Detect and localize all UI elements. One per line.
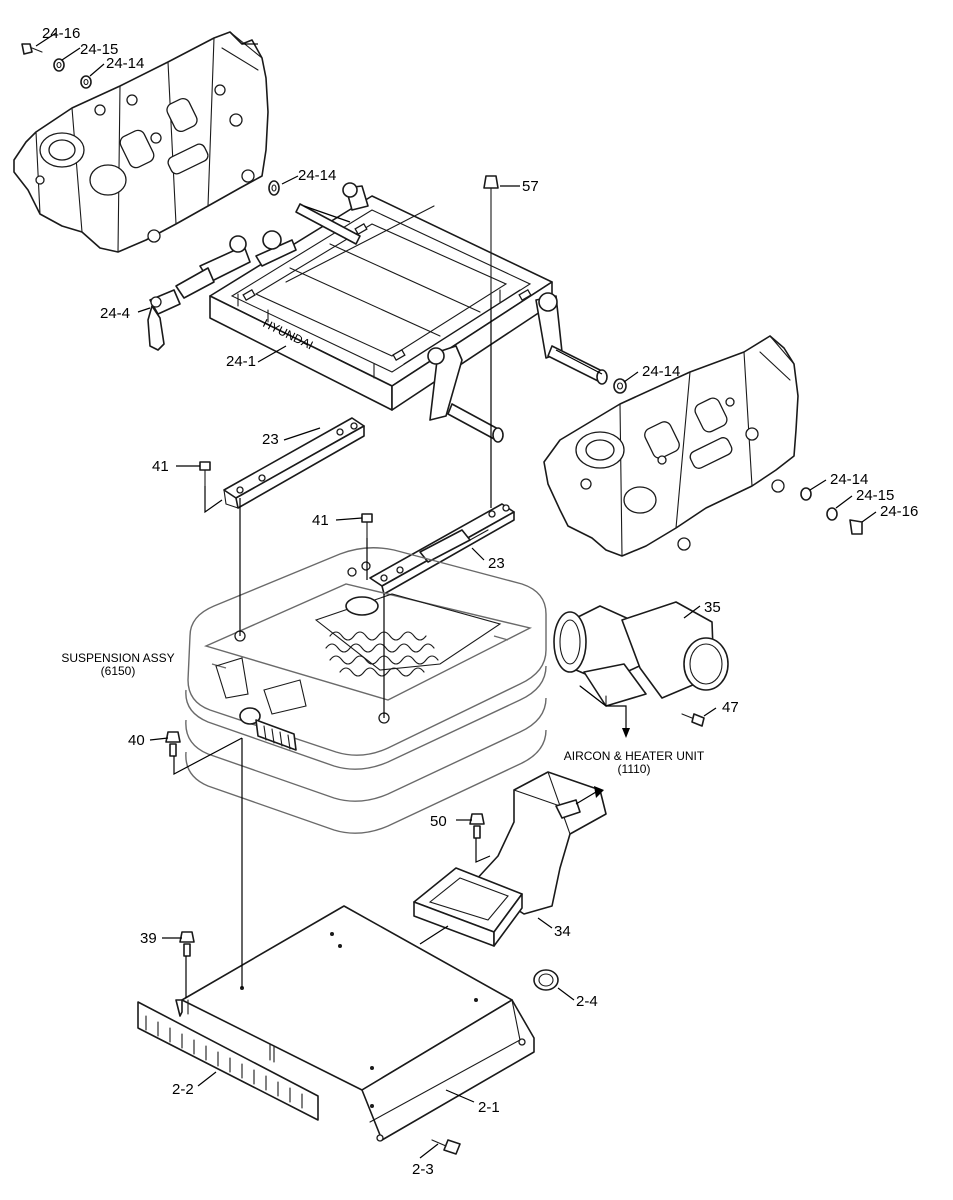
callout-24-16-top: 24-16: [42, 25, 80, 42]
right-seat-bracket: [543, 335, 799, 557]
callout-2-3: 2-3: [412, 1161, 434, 1178]
air-duct-34: [413, 771, 607, 947]
callout-24-1: 24-1: [226, 353, 256, 370]
callout-labels: 24-16 24-15 24-14 24-14 57 24-4 24-1 24-…: [42, 25, 918, 1178]
callout-24-14-right: 24-14: [642, 363, 680, 380]
callout-41-left: 41: [152, 458, 169, 475]
aircon-heater-title: AIRCON & HEATER UNIT: [564, 749, 705, 763]
right-slide-rail: [369, 503, 515, 595]
suspension-assy-code: (6150): [101, 664, 136, 678]
callout-2-4: 2-4: [576, 993, 598, 1010]
fasteners: [21, 43, 863, 1155]
suspension-assy-title: SUSPENSION ASSY: [61, 651, 174, 665]
seat-slide-lever: [147, 230, 282, 351]
slide-rods-and-links: [255, 182, 608, 443]
callout-47: 47: [722, 699, 739, 716]
callout-24-15-right-low: 24-15: [856, 487, 894, 504]
assembly-lines: [173, 43, 630, 998]
left-slide-rail: [223, 417, 365, 509]
callout-24-4: 24-4: [100, 305, 130, 322]
leader-lines: [35, 32, 877, 1159]
callout-39: 39: [140, 930, 157, 947]
callout-35: 35: [704, 599, 721, 616]
grommet-2-4: [533, 969, 559, 991]
callout-2-2: 2-2: [172, 1081, 194, 1098]
vent-grille: [137, 1001, 319, 1121]
callout-24-14-right-low: 24-14: [830, 471, 868, 488]
air-duct-35: [553, 601, 729, 707]
callout-24-14-top: 24-14: [106, 55, 144, 72]
callout-40: 40: [128, 732, 145, 749]
callout-57: 57: [522, 178, 539, 195]
callout-50: 50: [430, 813, 447, 830]
left-seat-bracket: [13, 31, 269, 253]
callout-24-14-mid: 24-14: [298, 167, 336, 184]
callout-41-mid: 41: [312, 512, 329, 529]
seat-slide-frame: HYUNDAI: [209, 195, 553, 411]
callout-2-1: 2-1: [478, 1099, 500, 1116]
callout-24-16-right-low: 24-16: [880, 503, 918, 520]
callout-23-mid: 23: [488, 555, 505, 572]
suspension-assembly: [185, 547, 547, 834]
aircon-heater-code: (1110): [618, 762, 651, 776]
callout-23-top: 23: [262, 431, 279, 448]
callout-24-15-top: 24-15: [80, 41, 118, 58]
callout-34: 34: [554, 923, 571, 940]
